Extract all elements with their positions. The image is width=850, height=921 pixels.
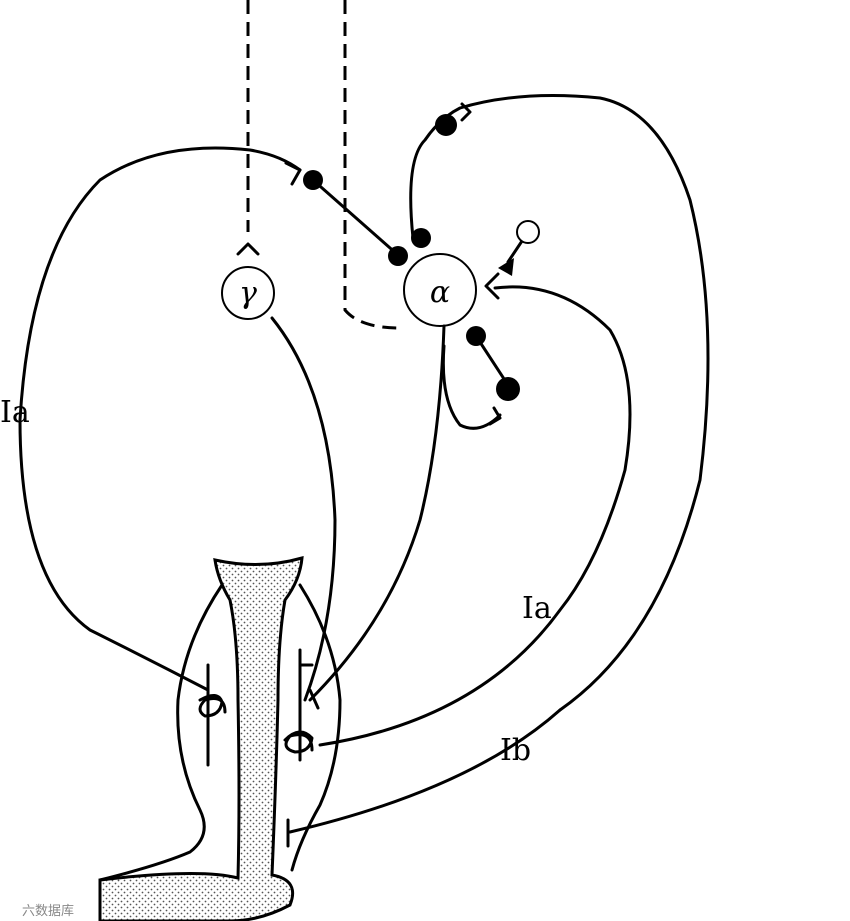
ib-label: Ib bbox=[500, 733, 531, 768]
alpha-efferent-path bbox=[308, 324, 446, 702]
interneuron-dot-c bbox=[411, 228, 431, 248]
alpha-label: α bbox=[430, 275, 450, 310]
gamma-input-synapse bbox=[236, 242, 260, 256]
alpha-descending-dashed-path bbox=[343, 0, 401, 330]
alpha-motor-neuron bbox=[403, 253, 477, 327]
tendon-stippled-fiber bbox=[98, 555, 304, 921]
gamma-efferent-path bbox=[270, 316, 337, 702]
ia-afferent-right-path bbox=[318, 285, 632, 747]
ia-right-label: Ia bbox=[522, 591, 552, 626]
interneuron-dot-a bbox=[303, 170, 323, 190]
ia-right-terminal-synapse bbox=[484, 272, 500, 300]
renshaw-dot-top bbox=[435, 114, 457, 136]
ia-left-terminal-synapse bbox=[284, 161, 302, 186]
ib-tendon-terminal-path bbox=[288, 708, 562, 834]
recurrent-collateral-path bbox=[441, 344, 502, 430]
renshaw-top-synapse bbox=[460, 102, 472, 122]
renshaw-dot-c bbox=[496, 377, 520, 401]
spindle-left-outline bbox=[98, 583, 224, 882]
inhibitory-interneuron-open bbox=[516, 220, 540, 244]
annulospiral-ending-left bbox=[198, 694, 227, 718]
interneuron-dot-b bbox=[388, 246, 408, 266]
gamma-label: γ bbox=[239, 276, 257, 311]
interneuron-axon-a bbox=[311, 178, 400, 257]
gamma-motor-neuron bbox=[221, 266, 275, 320]
ib-afferent-path bbox=[409, 94, 710, 712]
ia-left-label: Ia bbox=[0, 395, 30, 430]
watermark-text: 六数据库 bbox=[22, 903, 74, 919]
inhibitory-terminal bbox=[498, 258, 514, 276]
alpha-end-plate bbox=[308, 688, 320, 710]
annulospiral-ending-right bbox=[283, 730, 314, 754]
renshaw-axon bbox=[474, 334, 510, 387]
recurrent-synapse bbox=[488, 406, 502, 426]
ia-afferent-left-path bbox=[18, 146, 302, 692]
